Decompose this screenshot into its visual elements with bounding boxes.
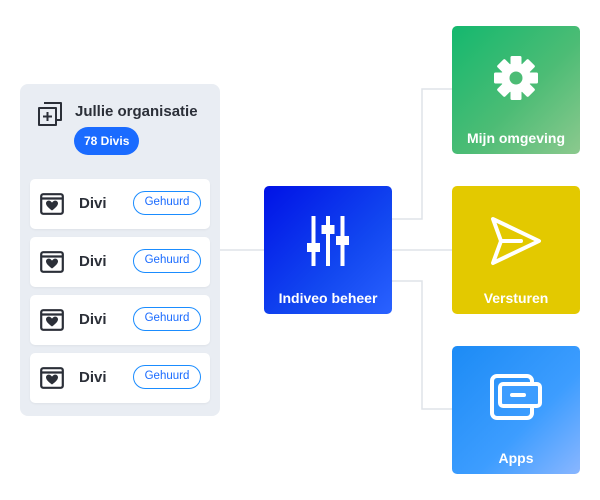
device-icon [490, 374, 542, 420]
divi-label: Divi [79, 195, 107, 212]
tile-label: Versturen [483, 290, 549, 306]
divi-label: Divi [79, 369, 107, 386]
connector-hub-to-apps [392, 280, 452, 410]
divi-label: Divi [79, 253, 107, 270]
divi-card[interactable]: Divi Gehuurd [30, 353, 210, 403]
add-organization-icon [38, 102, 62, 126]
status-badge: Gehuurd [133, 249, 201, 273]
heart-window-icon [40, 193, 64, 215]
sliders-icon [307, 216, 349, 266]
tile-mijn-omgeving[interactable]: Mijn omgeving [452, 26, 580, 154]
tile-label: Mijn omgeving [467, 130, 565, 146]
status-badge: Gehuurd [133, 365, 201, 389]
organization-title: Jullie organisatie [75, 103, 198, 120]
divi-card[interactable]: Divi Gehuurd [30, 295, 210, 345]
heart-window-icon [40, 309, 64, 331]
connector-hub-to-mijn-omgeving [392, 88, 452, 220]
heart-window-icon [40, 367, 64, 389]
status-badge: Gehuurd [133, 307, 201, 331]
send-icon [491, 217, 541, 265]
status-badge: Gehuurd [133, 191, 201, 215]
tile-label: Apps [498, 450, 534, 466]
divi-card[interactable]: Divi Gehuurd [30, 237, 210, 287]
hub-label: Indiveo beheer [278, 290, 378, 306]
organization-panel: Jullie organisatie 78 Divis Divi Gehuurd… [20, 84, 220, 416]
heart-window-icon [40, 251, 64, 273]
divi-label: Divi [79, 311, 107, 328]
tile-apps[interactable]: Apps [452, 346, 580, 474]
divi-card[interactable]: Divi Gehuurd [30, 179, 210, 229]
indiveo-beheer-hub[interactable]: Indiveo beheer [264, 186, 392, 314]
gear-icon [494, 56, 538, 100]
tile-versturen[interactable]: Versturen [452, 186, 580, 314]
divi-count-badge: 78 Divis [74, 127, 140, 155]
